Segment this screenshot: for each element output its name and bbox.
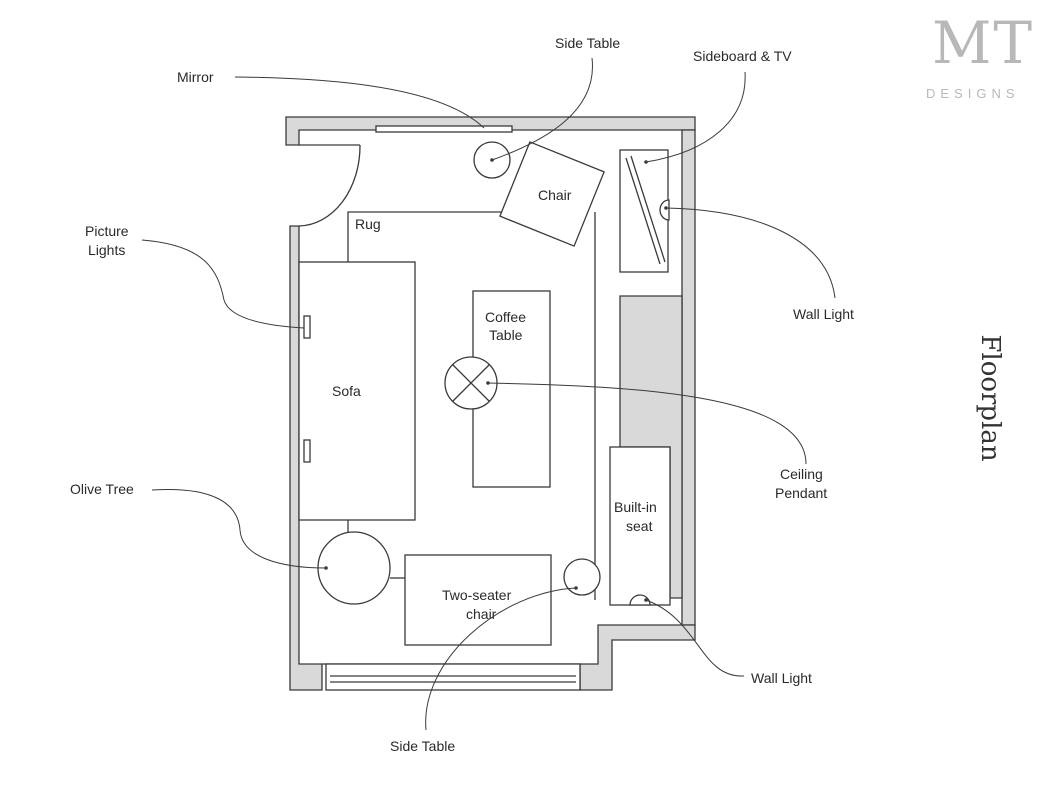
- sofa-shape: [298, 261, 416, 521]
- callout-wall-light-right: Wall Light: [793, 306, 854, 322]
- furniture-labels: Rug Chair Sofa Coffee Table Built-in sea…: [332, 187, 657, 622]
- brand-logo: MT DESIGNS: [924, 14, 1048, 104]
- leader-side-table-top: [491, 57, 593, 161]
- wall-light-bottom-shape: [629, 594, 651, 606]
- callout-wall-light-bottom: Wall Light: [751, 670, 812, 686]
- built-in-seat-label-line-1: Built-in: [614, 499, 657, 515]
- leader-sideboard-tv: [645, 71, 746, 163]
- sofa-label: Sofa: [332, 383, 361, 399]
- callout-olive-tree: Olive Tree: [70, 481, 134, 497]
- callout-mirror: Mirror: [177, 69, 214, 85]
- callout-ceiling-pendant-line-1: Ceiling: [780, 466, 823, 482]
- chair-shape: [499, 141, 605, 247]
- wall-bottom-right: [579, 624, 696, 691]
- rug-shape: [347, 211, 510, 262]
- door-swing-arc: [298, 144, 361, 227]
- leader-olive-tree: [151, 488, 327, 569]
- built-in-seat-label-line-2: seat: [626, 518, 653, 534]
- brand-mark: MT: [931, 9, 1035, 77]
- tv-screen-line-1: [625, 157, 661, 265]
- built-in-seat-shape: [609, 446, 671, 606]
- olive-tree-shape: [317, 531, 391, 605]
- leader-wall-light-bottom: [645, 599, 745, 677]
- callout-picture-lights-line-1: Picture: [85, 223, 129, 239]
- picture-light-top: [303, 315, 311, 339]
- callout-ceiling-pendant-line-2: Pendant: [775, 485, 827, 501]
- mirror-shape: [375, 125, 513, 133]
- leader-ceiling-pendant: [487, 382, 807, 465]
- two-seater-label-line-1: Two-seater: [442, 587, 512, 603]
- picture-light-bottom: [303, 439, 311, 463]
- wall-top: [285, 116, 696, 146]
- coffee-table-label-line-1: Coffee: [485, 309, 526, 325]
- two-seater-label-line-2: chair: [466, 606, 497, 622]
- coffee-table-label-line-2: Table: [489, 327, 523, 343]
- chair-label: Chair: [538, 187, 572, 203]
- wall-right: [681, 129, 696, 626]
- leader-picture-lights: [141, 239, 305, 329]
- leader-wall-light-right: [665, 207, 836, 299]
- leader-side-table-bottom: [425, 587, 577, 731]
- brand-subtitle: DESIGNS: [926, 86, 1020, 101]
- leader-mirror: [234, 76, 485, 129]
- tv-screen-line-2: [630, 155, 666, 263]
- two-seater-chair-shape: [404, 554, 552, 646]
- callout-sideboard-tv: Sideboard & TV: [693, 48, 792, 64]
- window-bottom: [325, 663, 581, 691]
- rug-label: Rug: [355, 216, 381, 232]
- door: [298, 144, 361, 227]
- callout-side-table-bottom: Side Table: [390, 738, 455, 754]
- callout-labels: Mirror Side Table Sideboard & TV Picture…: [70, 35, 854, 754]
- side-table-bottom-shape: [563, 558, 601, 596]
- wall-light-right-shape: [659, 199, 670, 221]
- callout-picture-lights-line-2: Lights: [88, 242, 125, 258]
- ceiling-pendant-shape: [444, 356, 498, 410]
- leader-lines: [141, 57, 836, 731]
- callout-side-table-top: Side Table: [555, 35, 620, 51]
- furniture: [298, 141, 671, 646]
- window-frame: [325, 663, 581, 691]
